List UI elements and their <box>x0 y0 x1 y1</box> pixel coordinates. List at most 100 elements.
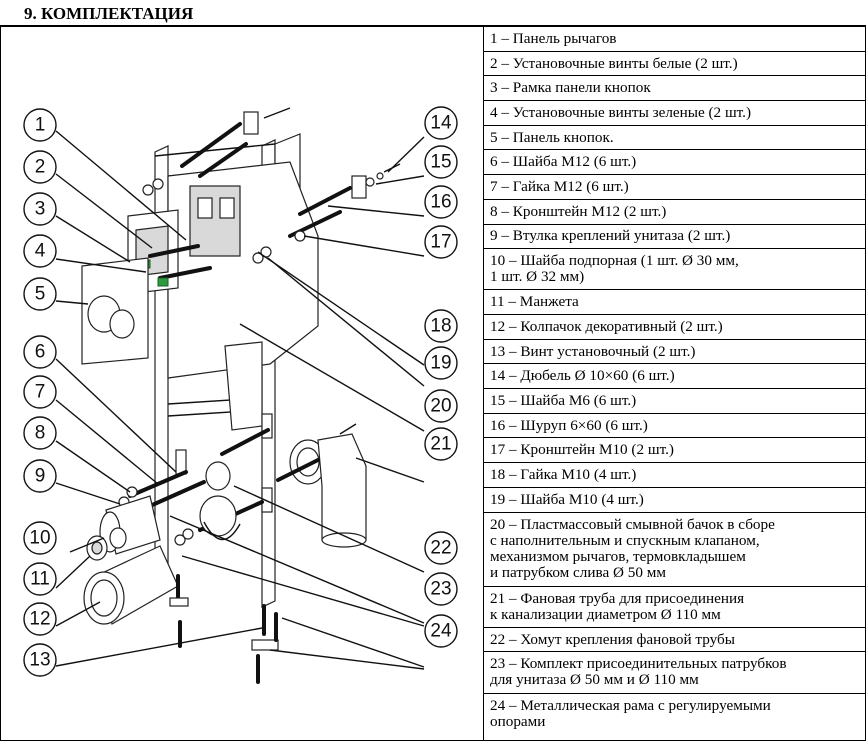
callout-21: 21 <box>424 427 458 461</box>
parts-list-row: 8 – Кронштейн М12 (2 шт.) <box>483 198 866 225</box>
callout-22: 22 <box>424 531 458 565</box>
callout-16: 16 <box>424 185 458 219</box>
part-item-21: 21 – Фановая труба для присоединения к к… <box>483 585 866 628</box>
part-item-14: 14 – Дюбель Ø 10×60 (6 шт.) <box>483 363 866 390</box>
part-item-23: 23 – Комплект присоединительных патрубко… <box>483 651 866 694</box>
callout-10: 10 <box>23 521 57 555</box>
part-item-20: 20 – Пластмассовый смывной бачок в сборе… <box>483 511 866 587</box>
svg-text:13: 13 <box>29 650 50 671</box>
parts-list-row: 21 – Фановая труба для присоединения к к… <box>483 585 866 628</box>
svg-text:17: 17 <box>430 232 451 253</box>
part-item-1: 1 – Панель рычагов <box>483 26 866 52</box>
svg-text:4: 4 <box>35 241 46 262</box>
callout-13: 13 <box>23 643 57 677</box>
part-item-22: 22 – Хомут крепления фановой трубы <box>483 626 866 653</box>
part-item-3: 3 – Рамка панели кнопок <box>483 75 866 102</box>
callout-15: 15 <box>424 145 458 179</box>
callout-17: 17 <box>424 225 458 259</box>
parts-list-row: 15 – Шайба М6 (6 шт.) <box>483 388 866 414</box>
svg-text:1: 1 <box>35 115 46 136</box>
cistern-drawing <box>167 161 319 431</box>
parts-list-row: 2 – Установочные винты белые (2 шт.) <box>483 50 866 77</box>
parts-list-row: 6 – Шайба М12 (6 шт.) <box>483 149 866 176</box>
part-item-10: 10 – Шайба подпорная (1 шт. Ø 30 мм, 1 ш… <box>483 248 866 291</box>
assembly-diagram: 1 2 3 4 5 6 7 8 9 10 11 12 13 14 15 16 1… <box>23 106 458 684</box>
callout-8: 8 <box>23 416 57 450</box>
callout-20: 20 <box>424 389 458 423</box>
part-item-18: 18 – Гайка М10 (4 шт.) <box>483 462 866 488</box>
part-item-13: 13 – Винт установочный (2 шт.) <box>483 338 866 365</box>
parts-list-row: 22 – Хомут крепления фановой трубы <box>483 626 866 653</box>
callout-23: 23 <box>424 572 458 606</box>
leader-lines <box>55 130 425 670</box>
parts-list-row: 3 – Рамка панели кнопок <box>483 75 866 102</box>
svg-text:2: 2 <box>35 157 46 178</box>
connection-set-drawing <box>83 495 194 625</box>
parts-list-row: 9 – Втулка креплений унитаза (2 шт.) <box>483 223 866 250</box>
parts-list-row: 1 – Панель рычагов <box>483 26 866 52</box>
svg-text:11: 11 <box>30 569 50 590</box>
svg-text:7: 7 <box>35 382 46 403</box>
callout-3: 3 <box>23 192 57 226</box>
callout-14: 14 <box>424 106 458 140</box>
callout-2: 2 <box>23 150 57 184</box>
frame-washers-drawing <box>142 178 272 264</box>
parts-list-row: 7 – Гайка М12 (6 шт.) <box>483 174 866 200</box>
callout-5: 5 <box>23 277 57 311</box>
parts-list-row: 17 – Кронштейн М10 (2 шт.) <box>483 437 866 464</box>
callout-6: 6 <box>23 335 57 369</box>
part-item-12: 12 – Колпачок декоративный (2 шт.) <box>483 314 866 340</box>
parts-list-row: 11 – Манжета <box>483 289 866 316</box>
part-item-16: 16 – Шуруп 6×60 (6 шт.) <box>483 412 866 439</box>
svg-text:20: 20 <box>430 396 451 417</box>
callout-4: 4 <box>23 234 57 268</box>
svg-text:21: 21 <box>430 434 451 455</box>
part-item-4: 4 – Установочные винты зеленые (2 шт.) <box>483 100 866 126</box>
svg-text:5: 5 <box>35 284 46 305</box>
callout-1: 1 <box>23 108 57 142</box>
parts-list-row: 14 – Дюбель Ø 10×60 (6 шт.) <box>483 363 866 390</box>
part-item-6: 6 – Шайба М12 (6 шт.) <box>483 149 866 176</box>
svg-text:14: 14 <box>430 113 452 134</box>
parts-list-row: 16 – Шуруп 6×60 (6 шт.) <box>483 412 866 439</box>
parts-list-row: 20 – Пластмассовый смывной бачок в сборе… <box>483 511 866 587</box>
button-panel-drawing <box>81 257 149 365</box>
parts-list-row: 13 – Винт установочный (2 шт.) <box>483 338 866 365</box>
parts-list-row: 10 – Шайба подпорная (1 шт. Ø 30 мм, 1 ш… <box>483 248 866 291</box>
callout-7: 7 <box>23 375 57 409</box>
parts-list-row: 23 – Комплект присоединительных патрубко… <box>483 651 866 694</box>
callout-9: 9 <box>23 459 57 493</box>
drain-pipe-drawing <box>199 423 367 548</box>
svg-text:8: 8 <box>35 423 46 444</box>
part-item-17: 17 – Кронштейн М10 (2 шт.) <box>483 437 866 464</box>
parts-list-row: 18 – Гайка М10 (4 шт.) <box>483 462 866 488</box>
svg-text:3: 3 <box>35 199 46 220</box>
part-item-15: 15 – Шайба М6 (6 шт.) <box>483 388 866 414</box>
part-item-5: 5 – Панель кнопок. <box>483 124 866 151</box>
callout-24: 24 <box>424 614 458 648</box>
parts-list-row: 12 – Колпачок декоративный (2 шт.) <box>483 314 866 340</box>
part-item-24: 24 – Металлическая рама с регулируемыми … <box>483 692 866 741</box>
svg-text:23: 23 <box>430 579 451 600</box>
svg-text:18: 18 <box>430 316 451 337</box>
parts-list-row: 19 – Шайба М10 (4 шт.) <box>483 486 866 513</box>
svg-text:16: 16 <box>430 192 451 213</box>
svg-text:19: 19 <box>430 353 451 374</box>
callout-18: 18 <box>424 309 458 343</box>
callout-19: 19 <box>424 346 458 380</box>
svg-text:10: 10 <box>29 528 50 549</box>
part-item-9: 9 – Втулка креплений унитаза (2 шт.) <box>483 223 866 250</box>
parts-list-row: 4 – Установочные винты зеленые (2 шт.) <box>483 100 866 126</box>
callout-11: 11 <box>23 562 57 596</box>
part-item-19: 19 – Шайба М10 (4 шт.) <box>483 486 866 513</box>
section-title: 9. КОМПЛЕКТАЦИЯ <box>0 0 866 26</box>
parts-list: 1 – Панель рычагов 2 – Установочные винт… <box>483 26 866 741</box>
part-item-11: 11 – Манжета <box>483 289 866 316</box>
svg-text:12: 12 <box>29 609 50 630</box>
svg-text:22: 22 <box>430 538 451 559</box>
svg-text:24: 24 <box>430 621 452 642</box>
callout-12: 12 <box>23 602 57 636</box>
part-item-2: 2 – Установочные винты белые (2 шт.) <box>483 50 866 77</box>
part-item-7: 7 – Гайка М12 (6 шт.) <box>483 174 866 200</box>
part-item-8: 8 – Кронштейн М12 (2 шт.) <box>483 198 866 225</box>
